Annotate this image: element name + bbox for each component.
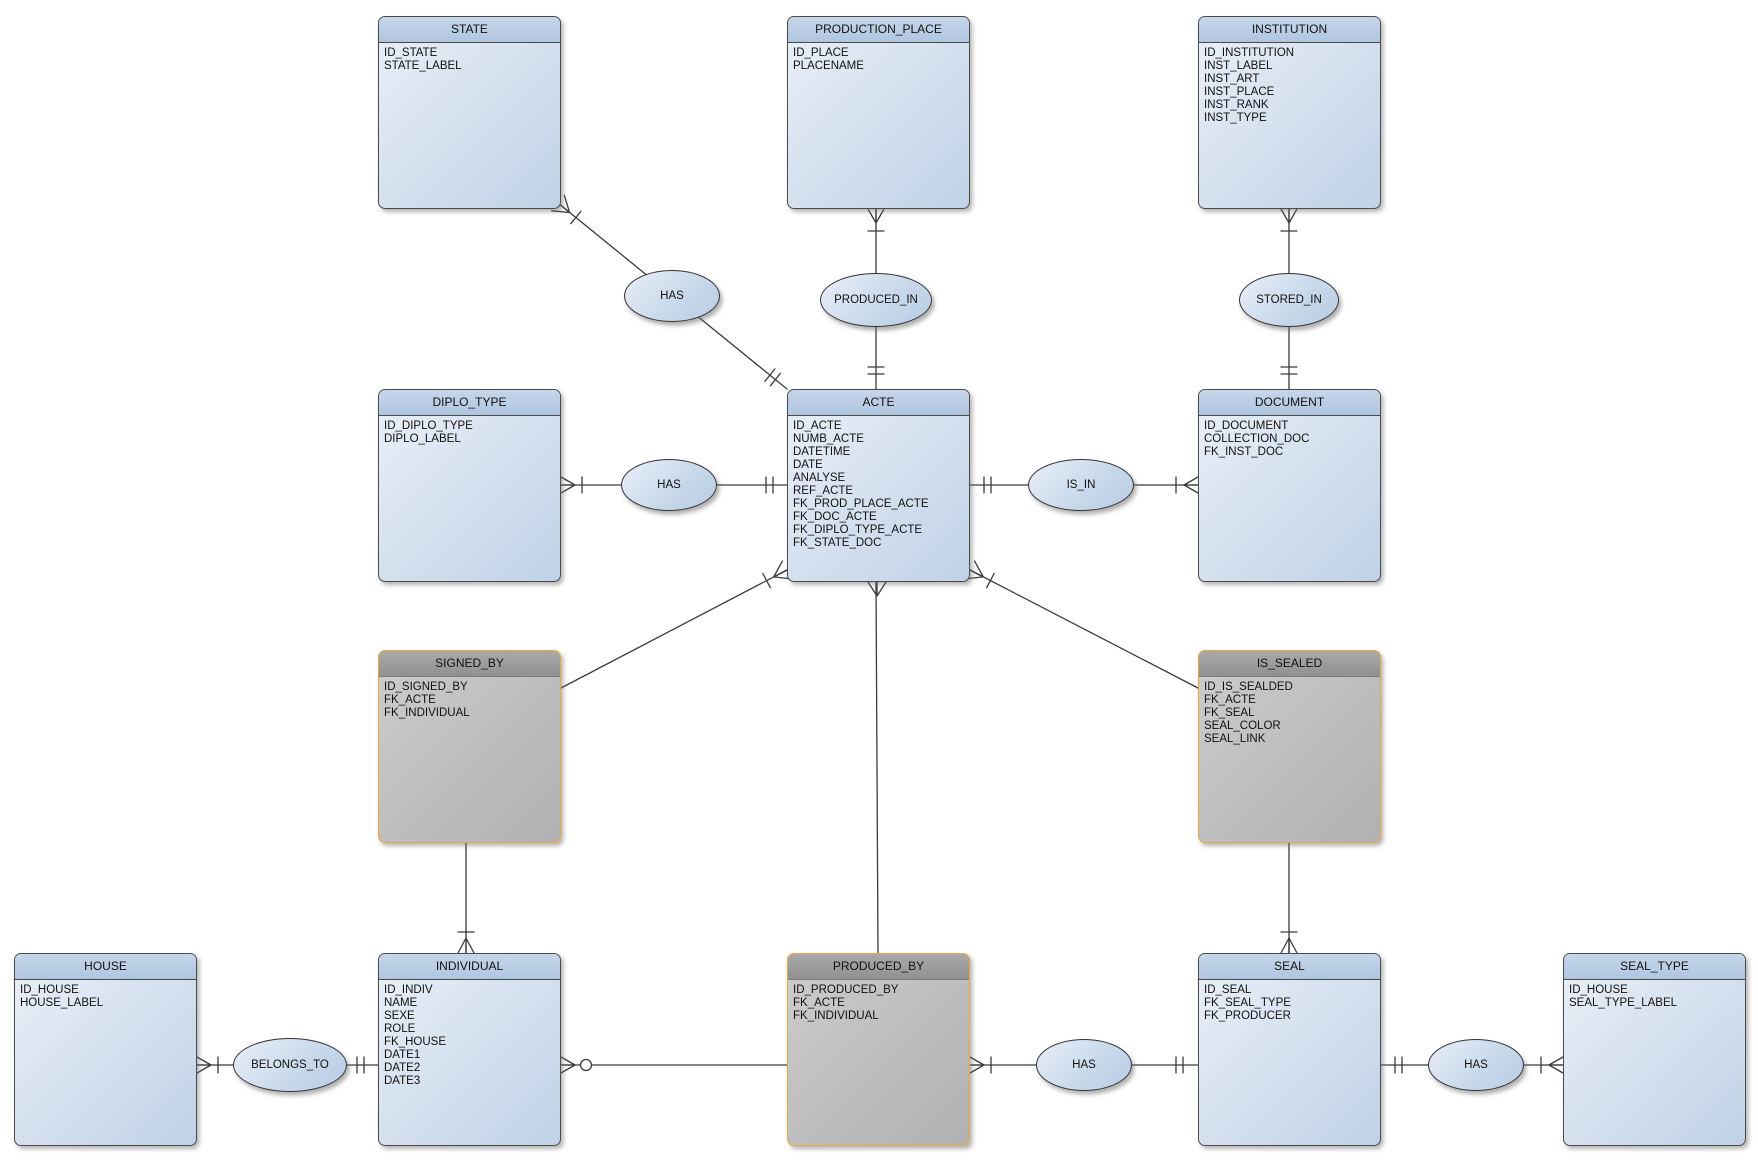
double-tick-icon xyxy=(983,476,992,494)
entity-is-sealed[interactable]: IS_SEALED ID_IS_SEALDED FK_ACTE FK_SEAL … xyxy=(1198,650,1381,843)
crow-foot-icon xyxy=(969,1056,985,1074)
entity-state[interactable]: STATE ID_STATE STATE_LABEL xyxy=(378,16,561,209)
entity-title: HOUSE xyxy=(15,954,196,980)
entity-title: INDIVIDUAL xyxy=(379,954,560,980)
one-tick-icon xyxy=(570,210,582,225)
entity-title: DIPLO_TYPE xyxy=(379,390,560,416)
entity-title: INSTITUTION xyxy=(1199,17,1380,43)
entity-fields: ID_SIGNED_BY FK_ACTE FK_INDIVIDUAL xyxy=(384,681,470,719)
relationship-has-producedby-seal[interactable]: HAS xyxy=(1036,1039,1132,1091)
entity-seal[interactable]: SEAL ID_SEAL FK_SEAL_TYPE FK_PRODUCER xyxy=(1198,953,1381,1146)
connector-acte-signedby xyxy=(560,560,793,689)
entity-title: STATE xyxy=(379,17,560,43)
entity-title: IS_SEALED xyxy=(1199,651,1380,677)
entity-diplo-type[interactable]: DIPLO_TYPE ID_DIPLO_TYPE DIPLO_LABEL xyxy=(378,389,561,582)
relationship-label: IS_IN xyxy=(1066,479,1096,491)
crow-foot-icon xyxy=(867,208,885,224)
optional-circle-icon xyxy=(579,1058,593,1072)
one-tick-icon xyxy=(986,572,995,589)
connector-signedby-individual xyxy=(457,842,475,954)
double-tick-icon xyxy=(1280,366,1298,375)
relationship-produced-in[interactable]: PRODUCED_IN xyxy=(820,273,932,327)
relationship-label: HAS xyxy=(1072,1059,1096,1071)
entity-fields: ID_SEAL FK_SEAL_TYPE FK_PRODUCER xyxy=(1204,984,1291,1022)
double-tick-icon xyxy=(764,368,782,387)
relationship-label: HAS xyxy=(660,290,684,302)
crow-foot-icon xyxy=(457,937,475,954)
connector-acte-producedby xyxy=(867,581,887,954)
entity-title: PRODUCTION_PLACE xyxy=(788,17,969,43)
entity-produced-by[interactable]: PRODUCED_BY ID_PRODUCED_BY FK_ACTE FK_IN… xyxy=(787,953,970,1146)
connector-issealed-seal xyxy=(1280,842,1298,954)
relationship-belongs-to[interactable]: BELONGS_TO xyxy=(233,1038,347,1092)
crow-foot-icon xyxy=(560,1056,576,1074)
entity-fields: ID_STATE STATE_LABEL xyxy=(384,47,462,72)
crow-foot-icon xyxy=(1280,937,1298,954)
crow-foot-icon xyxy=(1280,208,1298,224)
relationship-label: BELONGS_TO xyxy=(251,1059,329,1071)
crow-foot-icon xyxy=(196,1056,212,1074)
crow-foot-icon xyxy=(1548,1056,1564,1074)
relationship-label: HAS xyxy=(657,479,681,491)
entity-fields: ID_PLACE PLACENAME xyxy=(793,47,864,72)
entity-title: DOCUMENT xyxy=(1199,390,1380,416)
relationship-label: PRODUCED_IN xyxy=(834,294,918,306)
crow-foot-icon xyxy=(1183,476,1199,494)
entity-title: SIGNED_BY xyxy=(379,651,560,677)
relationship-label: HAS xyxy=(1464,1059,1488,1071)
entity-title: SEAL xyxy=(1199,954,1380,980)
double-tick-icon xyxy=(1394,1056,1403,1074)
relationship-label: STORED_IN xyxy=(1256,294,1322,306)
entity-fields: ID_PRODUCED_BY FK_ACTE FK_INDIVIDUAL xyxy=(793,984,899,1022)
entity-fields: ID_ACTE NUMB_ACTE DATETIME DATE ANALYSE … xyxy=(793,420,929,549)
entity-seal-type[interactable]: SEAL_TYPE ID_HOUSE SEAL_TYPE_LABEL xyxy=(1563,953,1746,1146)
entity-signed-by[interactable]: SIGNED_BY ID_SIGNED_BY FK_ACTE FK_INDIVI… xyxy=(378,650,561,843)
entity-production-place[interactable]: PRODUCTION_PLACE ID_PLACE PLACENAME xyxy=(787,16,970,209)
crow-foot-icon xyxy=(560,476,576,494)
entity-fields: ID_DIPLO_TYPE DIPLO_LABEL xyxy=(384,420,473,445)
entity-fields: ID_HOUSE SEAL_TYPE_LABEL xyxy=(1569,984,1678,1009)
entity-document[interactable]: DOCUMENT ID_DOCUMENT COLLECTION_DOC FK_I… xyxy=(1198,389,1381,582)
entity-title: PRODUCED_BY xyxy=(788,954,969,980)
entity-fields: ID_IS_SEALDED FK_ACTE FK_SEAL SEAL_COLOR… xyxy=(1204,681,1293,745)
entity-title: SEAL_TYPE xyxy=(1564,954,1745,980)
relationship-stored-in[interactable]: STORED_IN xyxy=(1239,273,1339,327)
double-tick-icon xyxy=(867,366,885,375)
entity-fields: ID_INSTITUTION INST_LABEL INST_ART INST_… xyxy=(1204,47,1295,124)
relationship-is-in[interactable]: IS_IN xyxy=(1028,459,1134,511)
connector-acte-issealed xyxy=(964,560,1199,689)
entity-house[interactable]: HOUSE ID_HOUSE HOUSE_LABEL xyxy=(14,953,197,1146)
entity-fields: ID_HOUSE HOUSE_LABEL xyxy=(20,984,104,1009)
entity-title: ACTE xyxy=(788,390,969,416)
entity-institution[interactable]: INSTITUTION ID_INSTITUTION INST_LABEL IN… xyxy=(1198,16,1381,209)
connector-individual-producedby xyxy=(560,1056,788,1074)
relationship-has-seal-sealtype[interactable]: HAS xyxy=(1428,1039,1524,1091)
double-tick-icon xyxy=(356,1056,365,1074)
relationship-has-state-acte[interactable]: HAS xyxy=(624,270,720,322)
double-tick-icon xyxy=(1175,1056,1184,1074)
entity-fields: ID_DOCUMENT COLLECTION_DOC FK_INST_DOC xyxy=(1204,420,1310,458)
relationship-has-diplo-acte[interactable]: HAS xyxy=(621,459,717,511)
double-tick-icon xyxy=(765,476,774,494)
entity-individual[interactable]: INDIVIDUAL ID_INDIV NAME SEXE ROLE FK_HO… xyxy=(378,953,561,1146)
entity-acte[interactable]: ACTE ID_ACTE NUMB_ACTE DATETIME DATE ANA… xyxy=(787,389,970,582)
entity-fields: ID_INDIV NAME SEXE ROLE FK_HOUSE DATE1 D… xyxy=(384,984,446,1087)
crow-foot-icon xyxy=(867,581,887,597)
one-tick-icon xyxy=(762,572,771,589)
